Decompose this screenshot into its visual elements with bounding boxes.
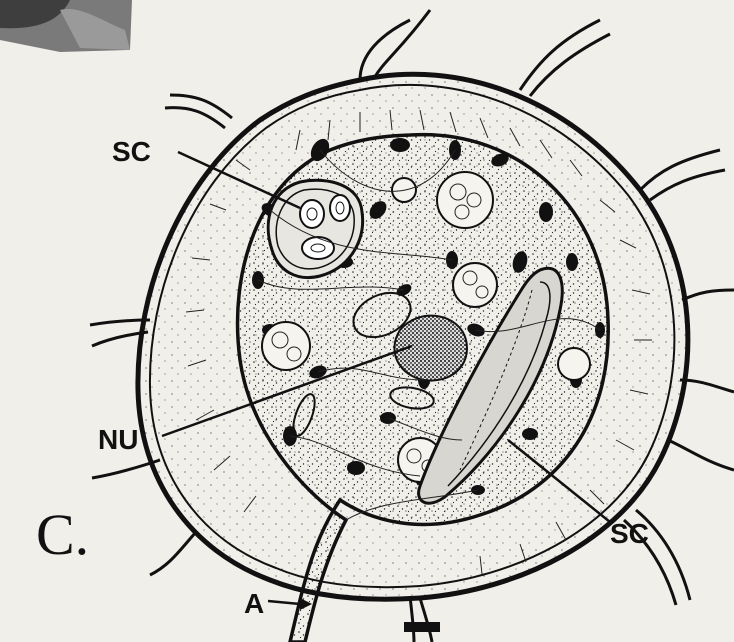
photo-fragment: [0, 0, 132, 52]
label-a: A: [244, 590, 264, 618]
panel-label: C.: [36, 506, 89, 564]
label-sc-bottom: SC: [610, 520, 649, 548]
label-sc-top: SC: [112, 138, 151, 166]
label-nu: NU: [98, 426, 138, 454]
scale-bar: [404, 622, 440, 632]
